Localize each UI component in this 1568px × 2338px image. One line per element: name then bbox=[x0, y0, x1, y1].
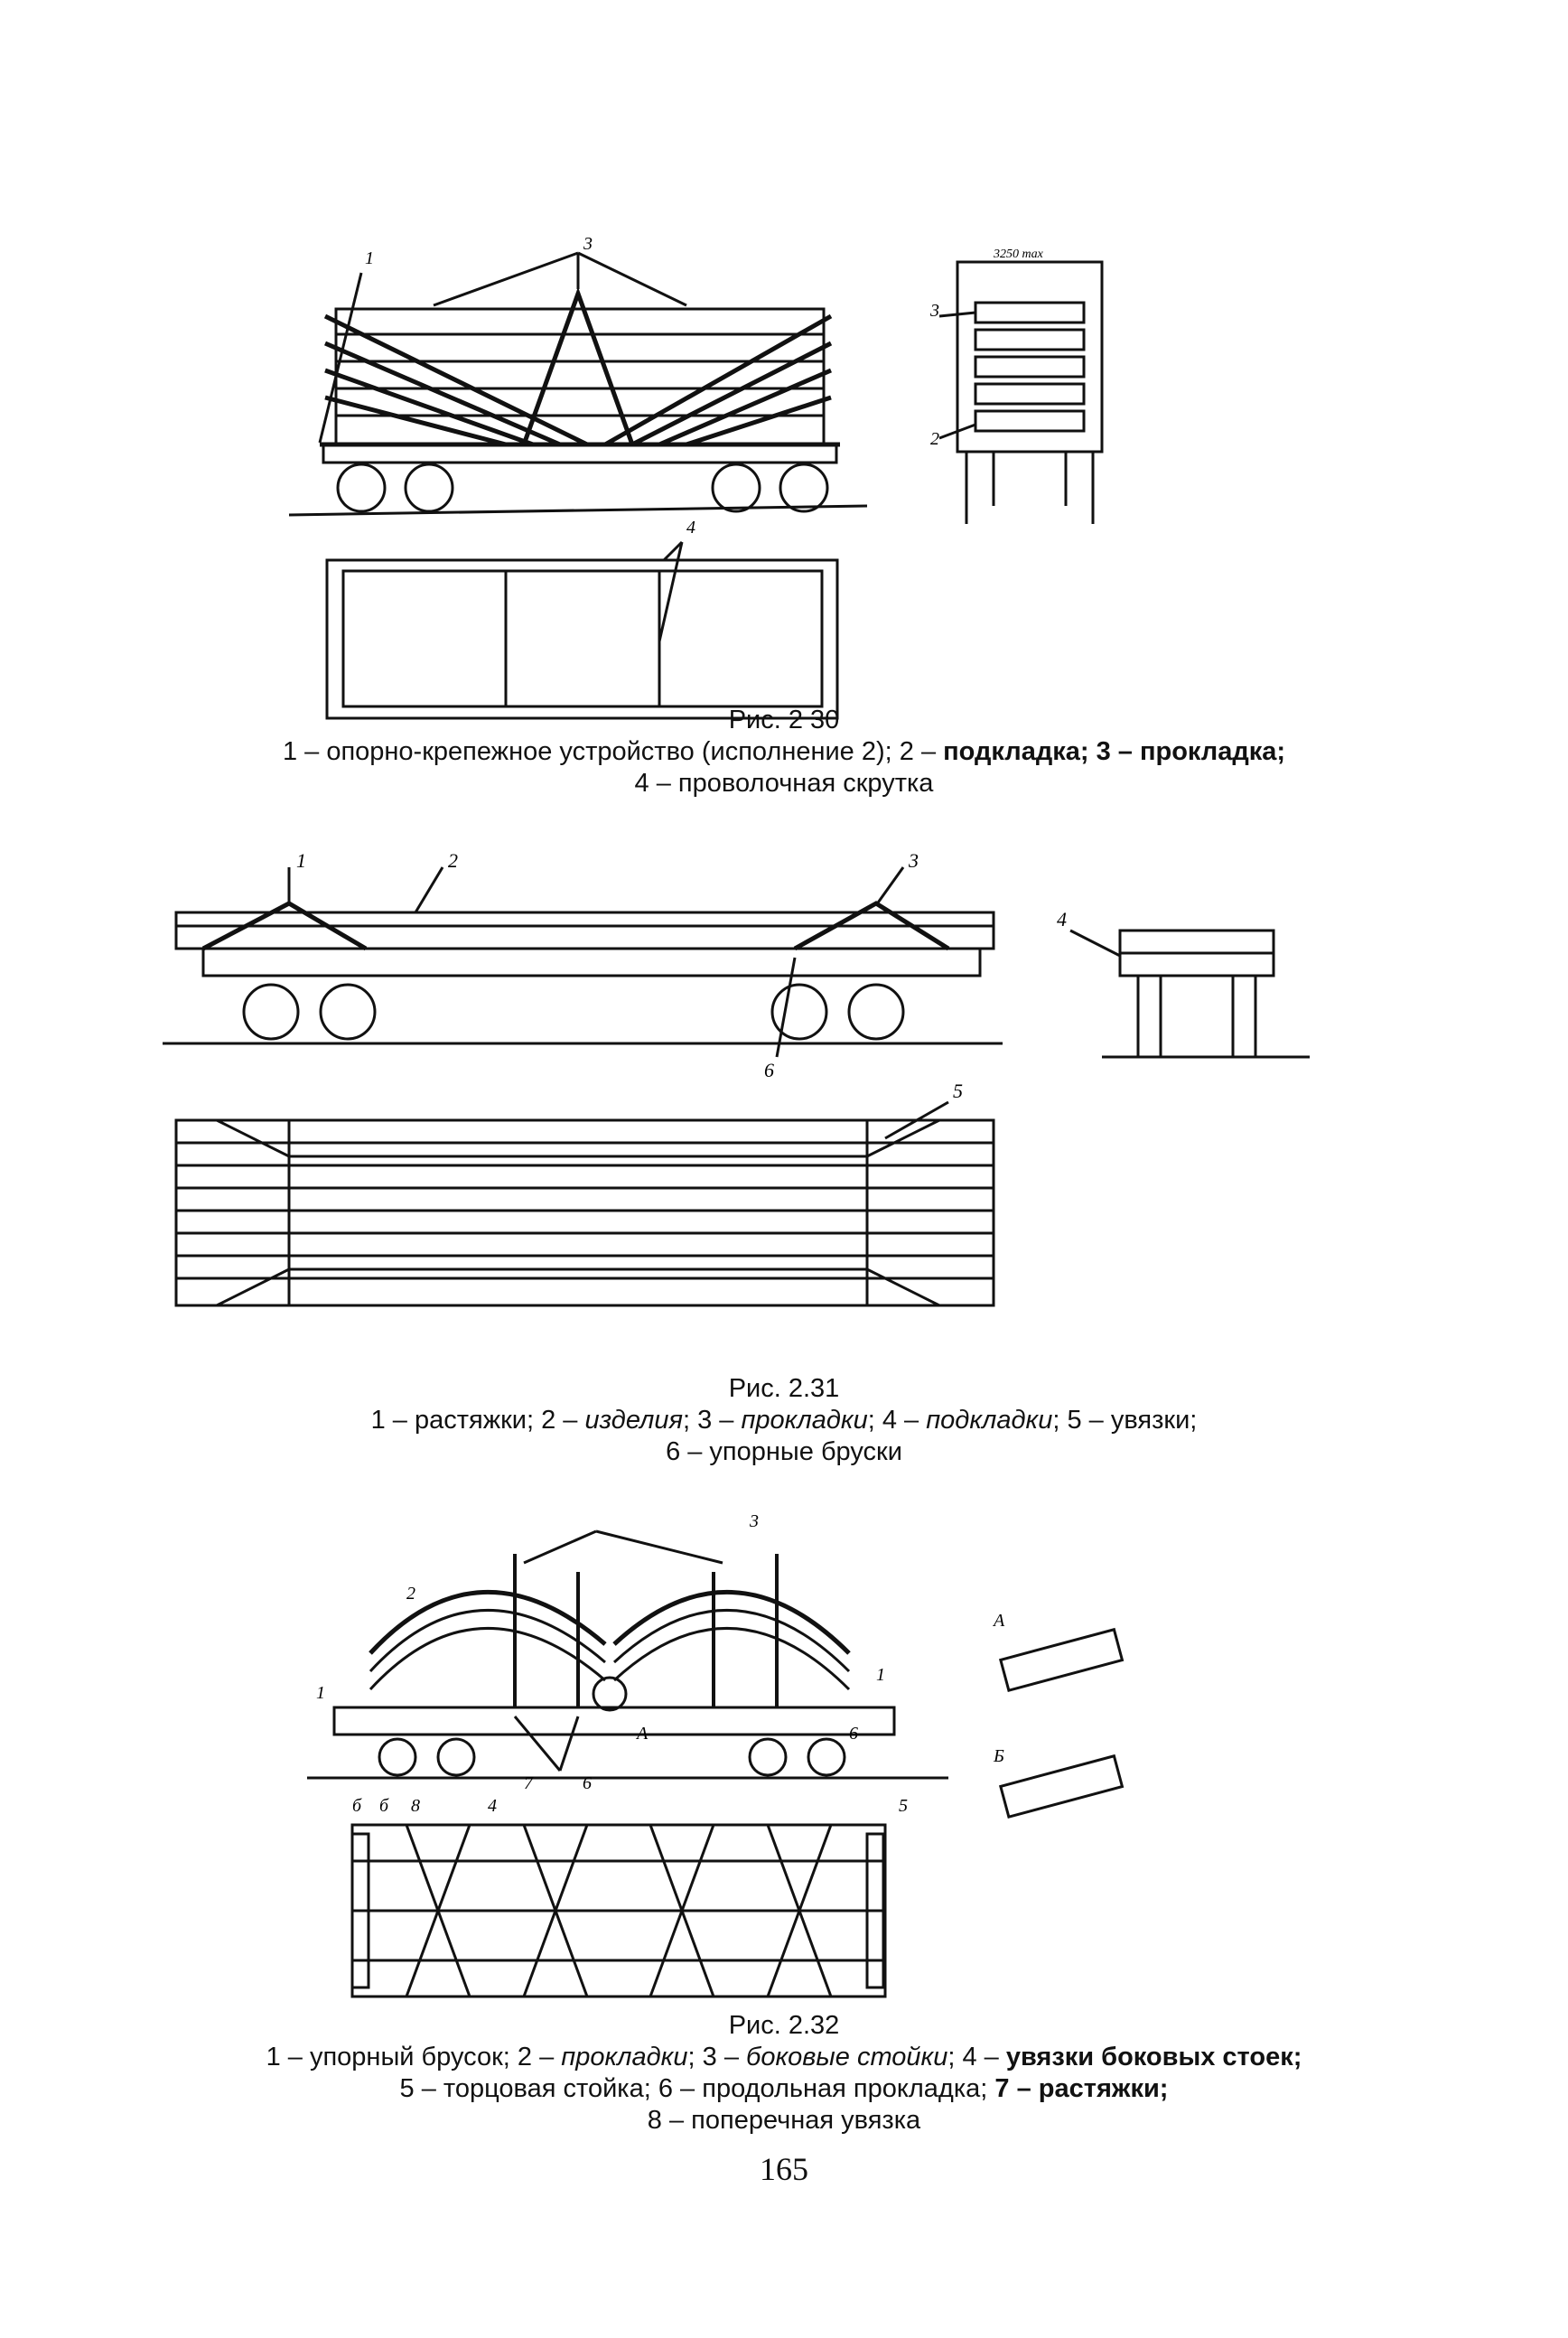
wagon-end-view bbox=[956, 260, 1104, 454]
callout-3-end: 3 bbox=[929, 301, 939, 321]
callout-4: 4 bbox=[686, 518, 695, 538]
caption-text: 8 – поперечная увязка bbox=[647, 2106, 921, 2135]
callout-3: 3 bbox=[583, 234, 593, 254]
caption-text: ; 3 – bbox=[687, 2043, 747, 2071]
platform-frame bbox=[201, 947, 982, 977]
callout-2: 2 bbox=[448, 849, 458, 872]
callout-6-plan-2: б bbox=[379, 1796, 389, 1816]
caption-text: 4 – проволочная скрутка bbox=[634, 769, 934, 798]
figure-2-31-drawing: 1 2 3 4 5 6 bbox=[163, 849, 1310, 1307]
callout-1-right: 1 bbox=[876, 1665, 885, 1685]
wheel bbox=[378, 1737, 417, 1777]
callout-4: 4 bbox=[1057, 908, 1067, 931]
callout-6: 6 bbox=[583, 1773, 592, 1793]
callout-2: 2 bbox=[406, 1584, 415, 1604]
figure-2-32: 1 2 3 1 А 6 7 6 б б 8 4 5 А Б bbox=[298, 1500, 1201, 2006]
caption-text-italic: боковые стойки bbox=[746, 2043, 948, 2071]
caption-line: 1 – растяжки; 2 – изделия; 3 – прокладки… bbox=[0, 1405, 1568, 1436]
caption-text-italic: прокладки bbox=[561, 2043, 688, 2071]
figure-2-32-drawing: 1 2 3 1 А 6 7 6 б б 8 4 5 А Б bbox=[307, 1511, 1125, 1998]
caption-text: ; 4 – bbox=[867, 1406, 927, 1435]
caption-text: ; 5 – увязки; bbox=[1052, 1406, 1198, 1435]
detail-b-label: Б bbox=[993, 1746, 1004, 1766]
wheel bbox=[436, 1737, 476, 1777]
detail-a-label: А bbox=[992, 1611, 1005, 1631]
caption-text-italic: изделия bbox=[584, 1406, 683, 1435]
figure-2-30-drawing: 1 3 4 3 2 3250 max bbox=[288, 234, 1104, 720]
caption-text-bold: 7 – растяжки; bbox=[994, 2074, 1169, 2103]
caption-text: 5 – торцовая стойка; 6 – продольная прок… bbox=[399, 2074, 995, 2103]
wheel bbox=[770, 983, 828, 1041]
dimension-label: 3250 max bbox=[993, 248, 1044, 261]
callout-5: 5 bbox=[953, 1080, 963, 1102]
wheel bbox=[748, 1737, 788, 1777]
page-number: 165 bbox=[760, 2151, 808, 2187]
wheel bbox=[807, 1737, 846, 1777]
figure-number: Рис. 2.31 bbox=[728, 1374, 840, 1403]
caption-text-bold: увязки боковых стоек; bbox=[1005, 2043, 1302, 2071]
caption-text: 1 – упорный брусок; 2 – bbox=[266, 2043, 562, 2071]
detail-a-block bbox=[998, 1627, 1125, 1693]
wheel bbox=[779, 463, 829, 513]
callout-6-plan: б bbox=[352, 1796, 362, 1816]
callout-1: 1 bbox=[365, 248, 374, 268]
caption-line: 1 – упорный брусок; 2 – прокладки; 3 – б… bbox=[0, 2042, 1568, 2073]
caption-line: 5 – торцовая стойка; 6 – продольная прок… bbox=[0, 2073, 1568, 2105]
caption-text: 1 – растяжки; 2 – bbox=[370, 1406, 585, 1435]
callout-1: 1 bbox=[296, 849, 306, 872]
caption-fig-2-32: Рис. 2.32 1 – упорный брусок; 2 – прокла… bbox=[0, 2010, 1568, 2137]
figure-number: Рис. 2.32 bbox=[728, 2011, 840, 2040]
callout-5: 5 bbox=[899, 1796, 908, 1816]
callout-3: 3 bbox=[908, 849, 919, 872]
caption-text: 1 – опорно-крепежное устройство (исполне… bbox=[282, 737, 944, 766]
caption-text-italic: подкладки bbox=[926, 1406, 1053, 1435]
figure-2-31: 1 2 3 4 5 6 bbox=[163, 840, 1337, 1328]
wagon-plan-view bbox=[325, 558, 839, 720]
load-plan-view bbox=[174, 1118, 995, 1307]
wheel bbox=[242, 983, 300, 1041]
caption-text: 6 – упорные бруски bbox=[666, 1437, 902, 1466]
platform-frame bbox=[322, 443, 838, 464]
callout-A: А bbox=[635, 1724, 649, 1744]
caption-text: ; 3 – bbox=[682, 1406, 742, 1435]
callout-6-right: 6 bbox=[849, 1724, 858, 1744]
caption-text: ; 4 – bbox=[947, 2043, 1006, 2071]
caption-line: 1 – опорно-крепежное устройство (исполне… bbox=[0, 736, 1568, 768]
caption-text-italic: прокладки bbox=[741, 1406, 868, 1435]
callout-8: 8 bbox=[411, 1796, 420, 1816]
callout-2-end: 2 bbox=[930, 429, 939, 449]
callout-7: 7 bbox=[524, 1773, 534, 1793]
wheel bbox=[847, 983, 905, 1041]
figure-number: Рис. 2 30 bbox=[728, 706, 840, 734]
wheel bbox=[404, 463, 454, 513]
wheel bbox=[711, 463, 761, 513]
caption-text-bold: подкладка; 3 – прокладка; bbox=[943, 737, 1286, 766]
load-bundle-side bbox=[174, 911, 995, 950]
wheel bbox=[319, 983, 377, 1041]
caption-fig-2-30: Рис. 2 30 1 – опорно-крепежное устройств… bbox=[0, 705, 1568, 800]
detail-b-block bbox=[998, 1754, 1125, 1819]
callout-4: 4 bbox=[488, 1796, 497, 1816]
callout-1: 1 bbox=[316, 1683, 325, 1703]
wheel bbox=[336, 463, 387, 513]
callout-6: 6 bbox=[764, 1059, 774, 1081]
figure-2-30: 1 3 4 3 2 3250 max bbox=[288, 234, 1120, 720]
caption-fig-2-31: Рис. 2.31 1 – растяжки; 2 – изделия; 3 –… bbox=[0, 1373, 1568, 1468]
platform-frame bbox=[332, 1706, 896, 1736]
callout-3: 3 bbox=[749, 1511, 759, 1531]
